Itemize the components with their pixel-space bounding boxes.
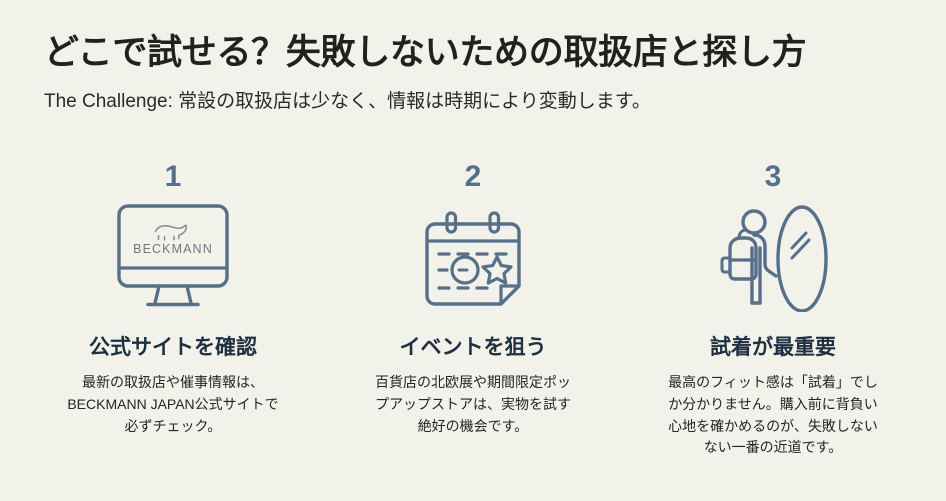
step-heading-2: イベントを狙う [399,336,547,359]
step-icon-3 [708,200,838,312]
body-line: 絶好の機会です。 [417,417,529,434]
calendar-event-icon [425,211,521,306]
step-icon-2 [413,200,533,312]
calendar-dashes [437,252,508,290]
step-heading-1: 公式サイトを確認 [89,336,257,359]
step-column-2: 2 [323,160,623,459]
step-body-1: 最新の取扱店や催事情報は、 BECKMANN JAPAN公式サイトで 必ずチェッ… [67,372,278,437]
step-body-2: 百貨店の北欧展や期間限定ポッ プアップストアは、実物を試す 絶好の機会です。 [375,372,571,437]
step-number-1: 1 [164,160,182,193]
screen-brand-label: BECKMANN [133,242,213,256]
bear-logo [154,224,188,241]
body-line: 心地を確かめるのが、失敗しない [668,417,878,434]
mirror-shine-icon [790,231,811,260]
body-line: プアップストアは、実物を試す [375,395,571,412]
step-number-3: 3 [764,160,782,193]
body-line: 百貨店の北欧展や期間限定ポッ [375,374,571,391]
body-line: か分かりません。購入前に背負い [668,395,878,412]
step-column-1: 1 BECKMANN 公式サイトを確認 最新の取扱店や催事情報は、 BEC [23,160,323,459]
steps-container: 1 BECKMANN 公式サイトを確認 最新の取扱店や催事情報は、 BEC [0,160,946,459]
page-title: どこで試せる？失敗しないための取扱店と探し方 [44,33,807,72]
body-line: 最新の取扱店や催事情報は、 [81,374,264,391]
step-number-2: 2 [464,160,482,193]
page-subtitle: The Challenge: 常設の取扱店は少なく、情報は時期により変動します。 [44,91,651,113]
body-line: ない一番の近道です。 [703,439,843,456]
step-column-3: 3 [623,160,923,459]
body-line: BECKMANN JAPAN公式サイトで [67,395,279,412]
desktop-monitor-icon: BECKMANN [117,204,229,307]
body-line: 必ずチェック。 [124,417,222,434]
step-icon-1: BECKMANN [103,200,243,312]
body-line: 最高のフィット感は「試着」でし [668,374,878,391]
person-backpack-mirror-icon [720,205,828,312]
slide-header: どこで試せる？失敗しないための取扱店と探し方 The Challenge: 常設… [44,32,906,115]
step-heading-3: 試着が最重要 [710,336,836,359]
step-body-3: 最高のフィット感は「試着」でし か分かりません。購入前に背負い 心地を確かめるの… [668,372,878,459]
